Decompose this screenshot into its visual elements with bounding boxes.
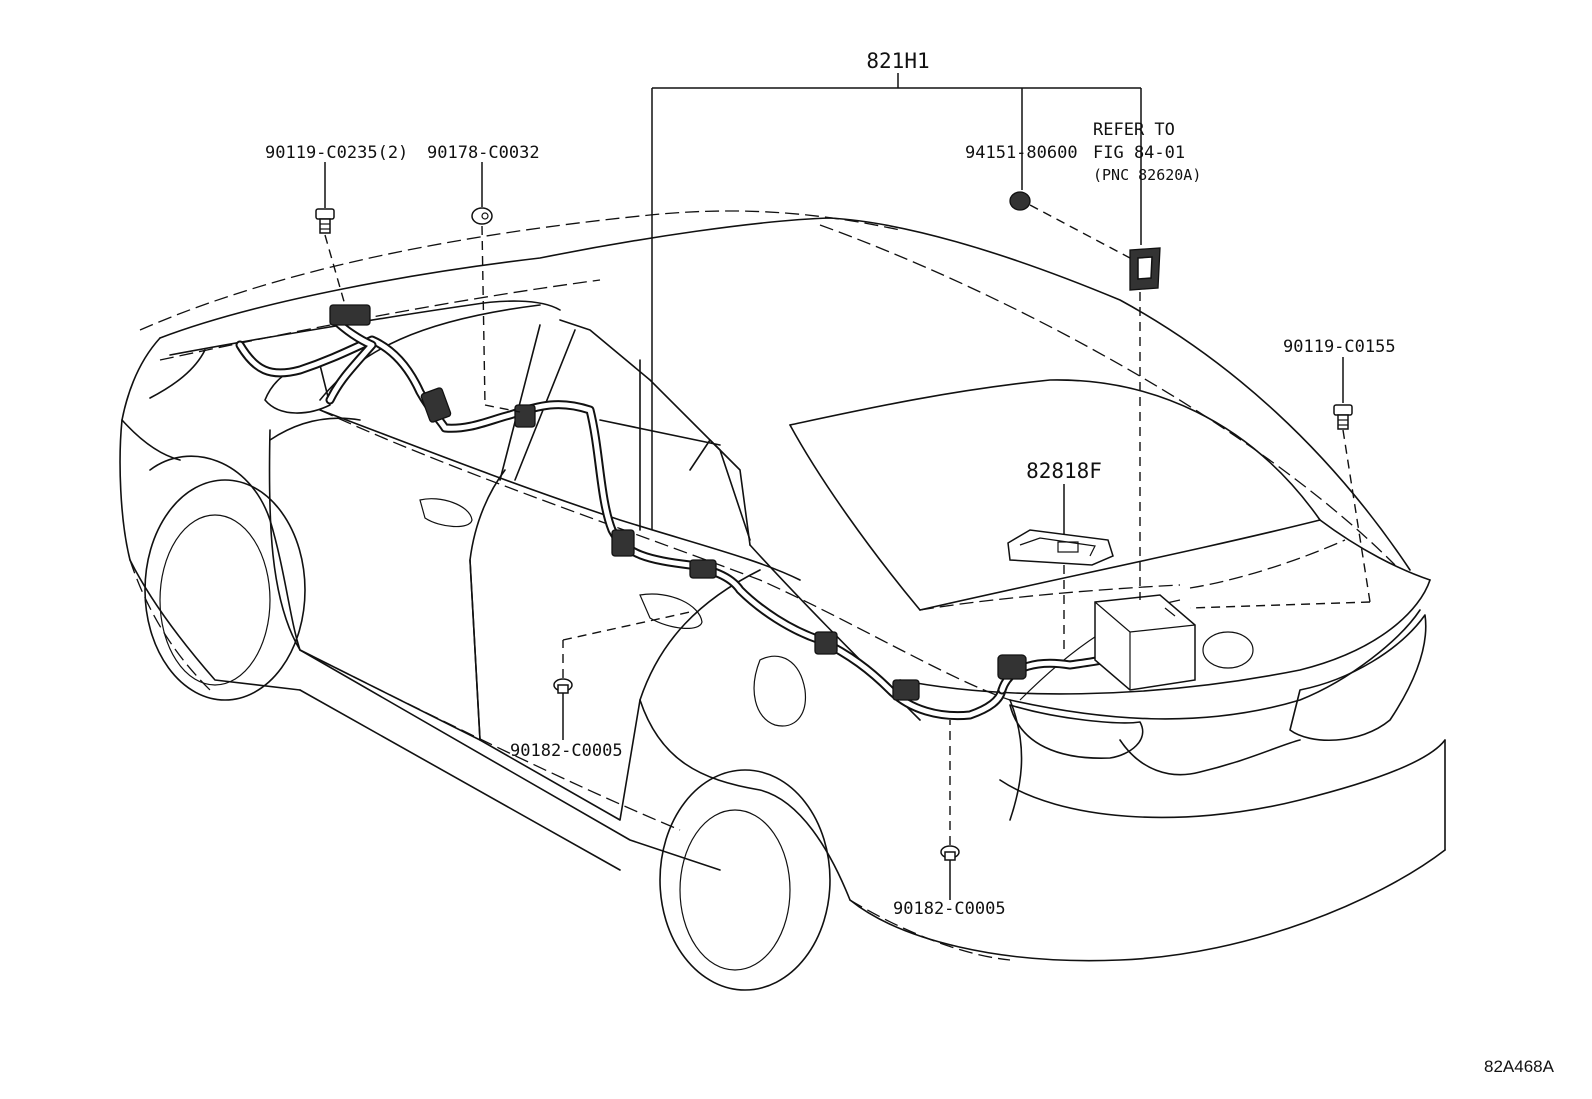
label-refer-fig: FIG 84-01 <box>1093 143 1185 163</box>
relay-part-82620a <box>1129 247 1161 291</box>
bolt-90119-c0155 <box>1333 404 1353 430</box>
clip-90178-c0032 <box>471 207 493 225</box>
nut-90182-c0005-rear <box>940 845 960 861</box>
wire-harness-821h1 <box>235 304 1143 721</box>
label-82818f: 82818F <box>1026 459 1102 483</box>
bolt-90119-c0235 <box>315 208 335 234</box>
label-90119-c0155: 90119-C0155 <box>1283 337 1396 357</box>
label-821h1: 821H1 <box>866 49 929 73</box>
hidden-edges <box>129 210 1396 961</box>
label-90178-c0032: 90178-C0032 <box>427 143 540 163</box>
label-refer-to: REFER TO <box>1093 120 1175 140</box>
bracket-82818f <box>1007 529 1114 566</box>
leader-lines <box>324 73 1371 900</box>
nut-90182-c0005-door <box>553 678 573 694</box>
clip-94151-80600 <box>1009 191 1031 211</box>
car-body <box>119 217 1446 991</box>
battery-box <box>1094 594 1196 691</box>
label-90182-c0005-rear: 90182-C0005 <box>893 899 1006 919</box>
label-94151-80600: 94151-80600 <box>965 143 1078 163</box>
label-90182-c0005-door: 90182-C0005 <box>510 741 623 761</box>
part-labels: 821H1 90119-C0235(2) 90178-C0032 94151-8… <box>265 49 1555 1076</box>
figure-code: 82A468A <box>1484 1057 1555 1076</box>
label-refer-pnc: (PNC 82620A) <box>1093 166 1201 184</box>
label-90119-c0235: 90119-C0235(2) <box>265 143 408 163</box>
